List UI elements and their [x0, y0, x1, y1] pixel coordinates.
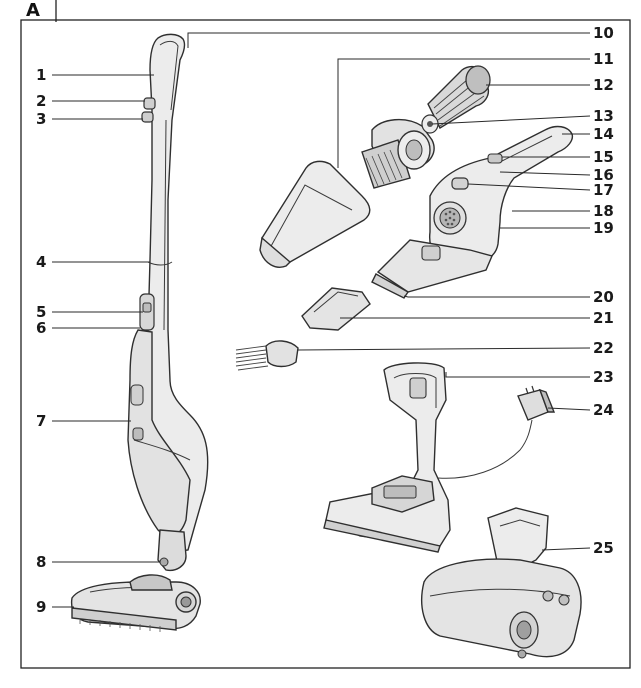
label-6: 6 [36, 319, 46, 337]
motor-vents [444, 210, 456, 226]
filter-pleats [365, 149, 403, 187]
label-9: 9 [36, 598, 46, 616]
label-8: 8 [36, 553, 46, 571]
label-10: 10 [593, 24, 614, 42]
label-4: 4 [36, 253, 46, 271]
label-20: 20 [593, 288, 614, 306]
label-24: 24 [593, 401, 614, 419]
label-2: 2 [36, 92, 46, 110]
label-11: 11 [593, 50, 614, 68]
power-button [143, 97, 156, 110]
handheld-vacuum [235, 65, 574, 371]
turbo-brush [421, 507, 582, 659]
brush-bristles [235, 345, 269, 371]
label-19: 19 [593, 219, 614, 237]
label-3: 3 [36, 110, 46, 128]
label-16: 16 [593, 166, 614, 184]
nozzle-bristles [79, 618, 161, 632]
stick-vacuum [70, 33, 209, 632]
label-22: 22 [593, 339, 614, 357]
diagram-frame [20, 19, 631, 669]
label-17: 17 [593, 181, 614, 199]
leader-lines [52, 32, 591, 608]
label-23: 23 [593, 368, 614, 386]
label-7: 7 [36, 412, 46, 430]
label-18: 18 [593, 202, 614, 220]
speed-button [141, 111, 154, 123]
part-numbers: 1 2 3 4 5 6 7 8 9 10 11 12 13 14 15 16 1… [36, 24, 614, 616]
section-letter: A [26, 0, 40, 21]
label-5: 5 [36, 303, 46, 321]
label-1: 1 [36, 66, 46, 84]
label-25: 25 [593, 539, 614, 557]
label-21: 21 [593, 309, 614, 327]
label-12: 12 [593, 76, 614, 94]
charging-stand [323, 362, 556, 553]
label-13: 13 [593, 107, 614, 125]
label-14: 14 [593, 125, 614, 143]
label-15: 15 [593, 148, 614, 166]
